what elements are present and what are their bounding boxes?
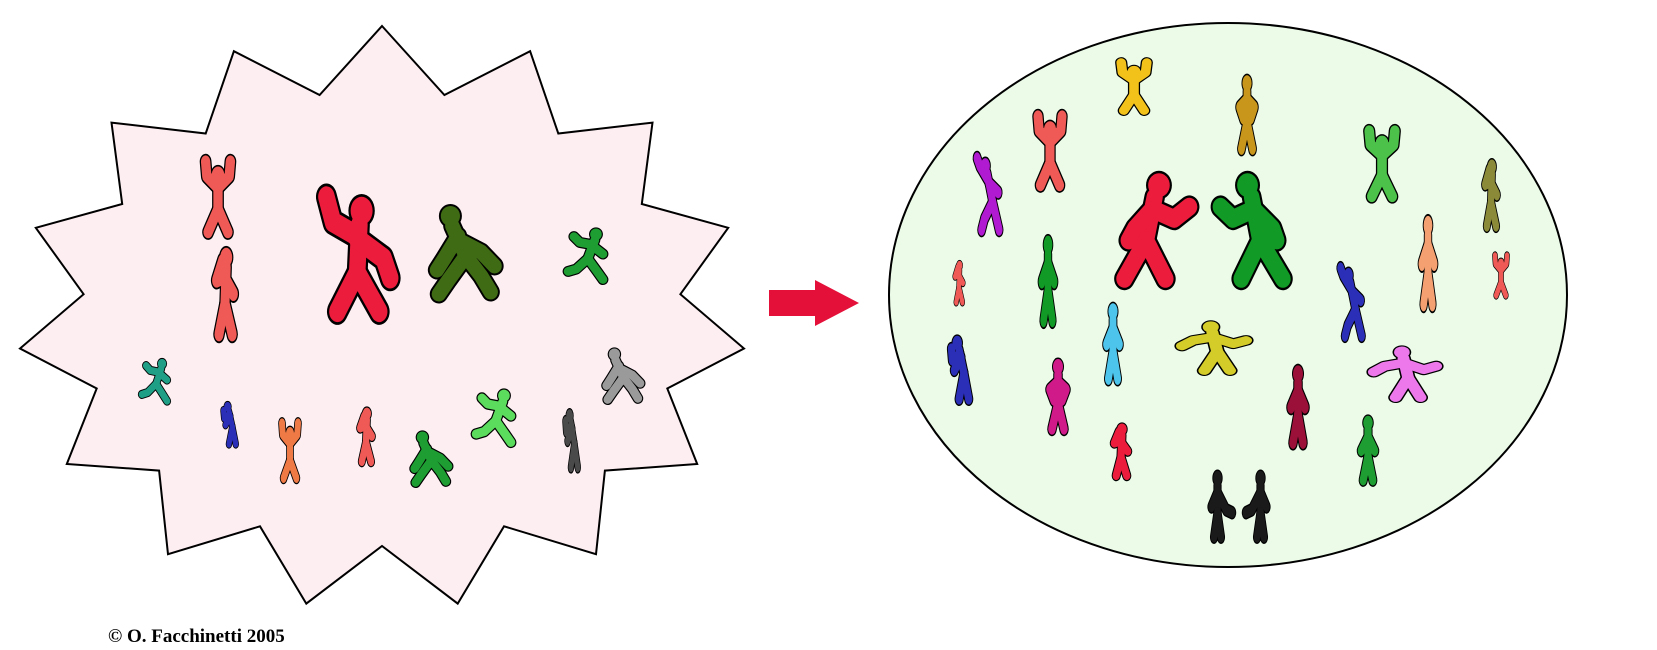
figure-blue-hunched — [220, 400, 239, 449]
figure-red-small-right — [1492, 251, 1510, 300]
figure-green-sneaking — [409, 430, 454, 489]
figure-red-angry-large — [315, 183, 401, 325]
figure-red-talking-large — [1114, 170, 1200, 291]
figure-yellow-arms-up — [1115, 57, 1153, 116]
figure-peach-standing — [1417, 213, 1439, 314]
figure-red-small — [356, 406, 376, 468]
figure-red-scratching — [210, 245, 240, 344]
figure-red-cheering — [1032, 108, 1068, 193]
right-arrow-icon — [769, 280, 859, 326]
figure-green-small — [1356, 414, 1380, 487]
copyright-notice: © O. Facchinetti 2005 — [108, 626, 285, 647]
figure-red-leaping — [199, 153, 237, 240]
figure-navy-waving — [1336, 260, 1366, 344]
figure-gray-crouching — [601, 347, 646, 406]
figure-lightgreen-running — [470, 388, 517, 449]
figure-teal-walking — [137, 357, 172, 406]
figure-blue-hunched — [946, 334, 974, 406]
figure-green-cheering — [1363, 123, 1401, 204]
figure-green-talking-large — [1210, 170, 1293, 291]
figure-red-thinking — [1109, 422, 1133, 482]
figure-orange-waving — [278, 417, 302, 485]
harmony-ellipse-shape — [888, 22, 1568, 568]
figure-green-standing — [1037, 233, 1059, 330]
figure-gold-standing — [1235, 73, 1259, 157]
conflict-figures-group — [137, 153, 646, 489]
figure-green-running — [562, 227, 609, 286]
figure-darkgray-bending — [562, 407, 581, 474]
figure-yellow-pointing — [1174, 320, 1254, 376]
figure-red-small-left — [952, 259, 966, 307]
figure-magenta-hips — [1045, 357, 1071, 437]
figure-pink-pointing — [1366, 345, 1444, 404]
figure-olive-crouching — [427, 204, 504, 304]
figure-black-handshake-pair — [1207, 469, 1271, 544]
figure-maroon-standing — [1286, 363, 1310, 451]
harmony-figures-group — [946, 57, 1510, 544]
figure-purple-dancing — [972, 150, 1004, 238]
figure-skyblue-standing — [1102, 301, 1124, 387]
figure-olive-thinking — [1481, 157, 1501, 234]
